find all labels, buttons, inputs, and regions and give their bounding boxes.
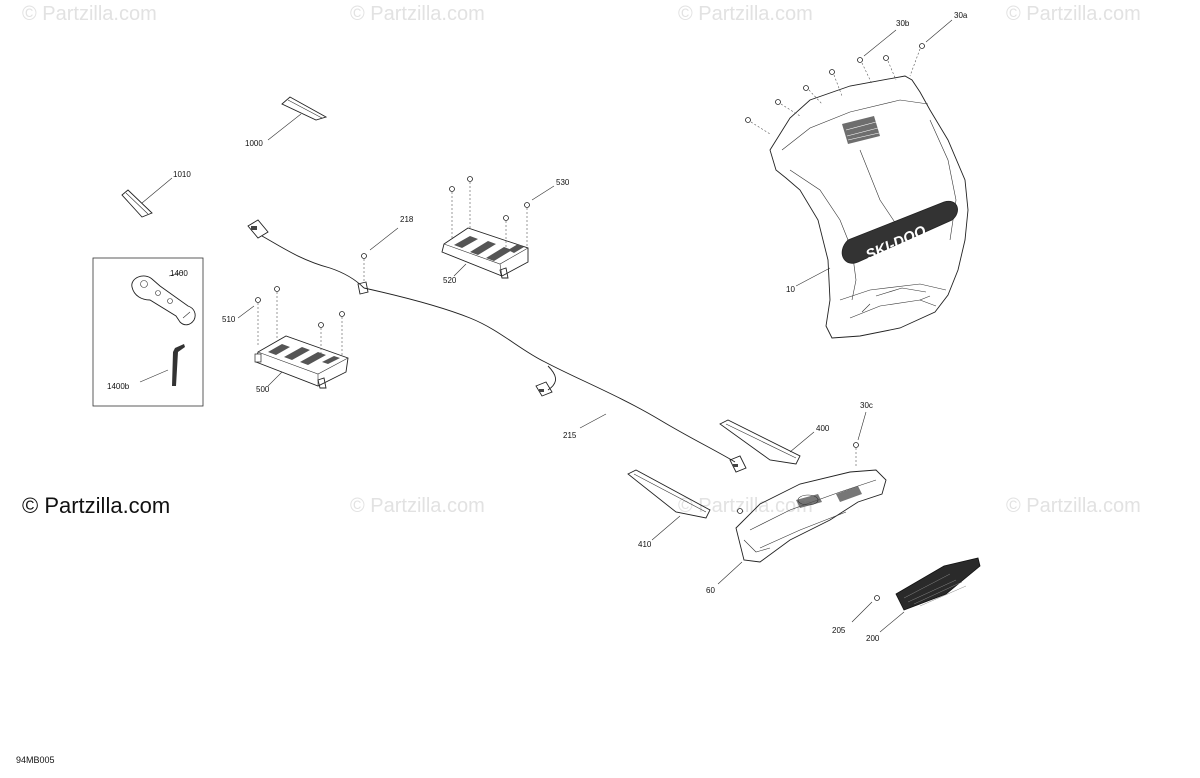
- callout-10: 10: [786, 285, 795, 294]
- callout-200: 200: [866, 634, 880, 643]
- callout-30b: 30b: [896, 19, 910, 28]
- callout-510: 510: [222, 315, 236, 324]
- watermark-mid-2: © Partzilla.com: [350, 495, 485, 517]
- callout-1400b: 1400b: [107, 382, 130, 391]
- part-500-plate: 510 500: [222, 286, 349, 394]
- part-200-light: 205 200: [832, 557, 981, 643]
- callout-205: 205: [832, 626, 846, 635]
- watermark-top-3: © Partzilla.com: [678, 3, 813, 25]
- bolt-510-a: [255, 297, 261, 303]
- wrench-part: [131, 275, 196, 326]
- watermarks: © Partzilla.com © Partzilla.com © Partzi…: [22, 3, 1141, 518]
- callout-400: 400: [816, 424, 830, 433]
- part-400-strip: 400: [719, 419, 830, 465]
- callout-30a: 30a: [954, 11, 968, 20]
- bolt-510-b: [274, 286, 280, 292]
- part-60-lower-panel: 30c 60: [706, 401, 887, 595]
- watermark-top-4: © Partzilla.com: [1006, 3, 1141, 25]
- bolt-510-d: [339, 311, 345, 317]
- screw-205: [874, 595, 880, 601]
- bolt-530-b: [467, 176, 473, 182]
- part-215-harness: 218 215: [247, 215, 747, 473]
- part-1010-decal: 1010: [121, 170, 191, 218]
- watermark-main: © Partzilla.com: [22, 493, 170, 518]
- watermark-top-1: © Partzilla.com: [22, 3, 157, 25]
- bolt-530-c: [503, 215, 509, 221]
- callout-520: 520: [443, 276, 457, 285]
- callout-1400: 1400: [170, 269, 188, 278]
- callout-500: 500: [256, 385, 270, 394]
- callout-218: 218: [400, 215, 414, 224]
- screw-218: [361, 253, 367, 259]
- watermark-top-2: © Partzilla.com: [350, 3, 485, 25]
- watermark-mid-4: © Partzilla.com: [1006, 495, 1141, 517]
- part-10-front-panel: SKI-DOO 30b 30a 10: [745, 11, 969, 339]
- callout-215: 215: [563, 431, 577, 440]
- bolt-530-a: [449, 186, 455, 192]
- tool-kit-box: 1400 1400b: [92, 257, 204, 407]
- callout-1000: 1000: [245, 139, 263, 148]
- watermark-mid-3: © Partzilla.com: [678, 495, 813, 517]
- bolt-530-d: [524, 202, 530, 208]
- callout-530: 530: [556, 178, 570, 187]
- fasteners-30: [745, 43, 925, 135]
- hex-key-part: [172, 344, 185, 386]
- callout-60: 60: [706, 586, 715, 595]
- callout-1010: 1010: [173, 170, 191, 179]
- part-520-plate: 530 520: [441, 176, 570, 285]
- part-410-strip: 410: [627, 469, 711, 549]
- callout-30c: 30c: [860, 401, 873, 410]
- part-1000-decal: 1000: [245, 96, 328, 148]
- callout-410: 410: [638, 540, 652, 549]
- diagram-code: 94MB005: [16, 755, 55, 765]
- bolt-510-c: [318, 322, 324, 328]
